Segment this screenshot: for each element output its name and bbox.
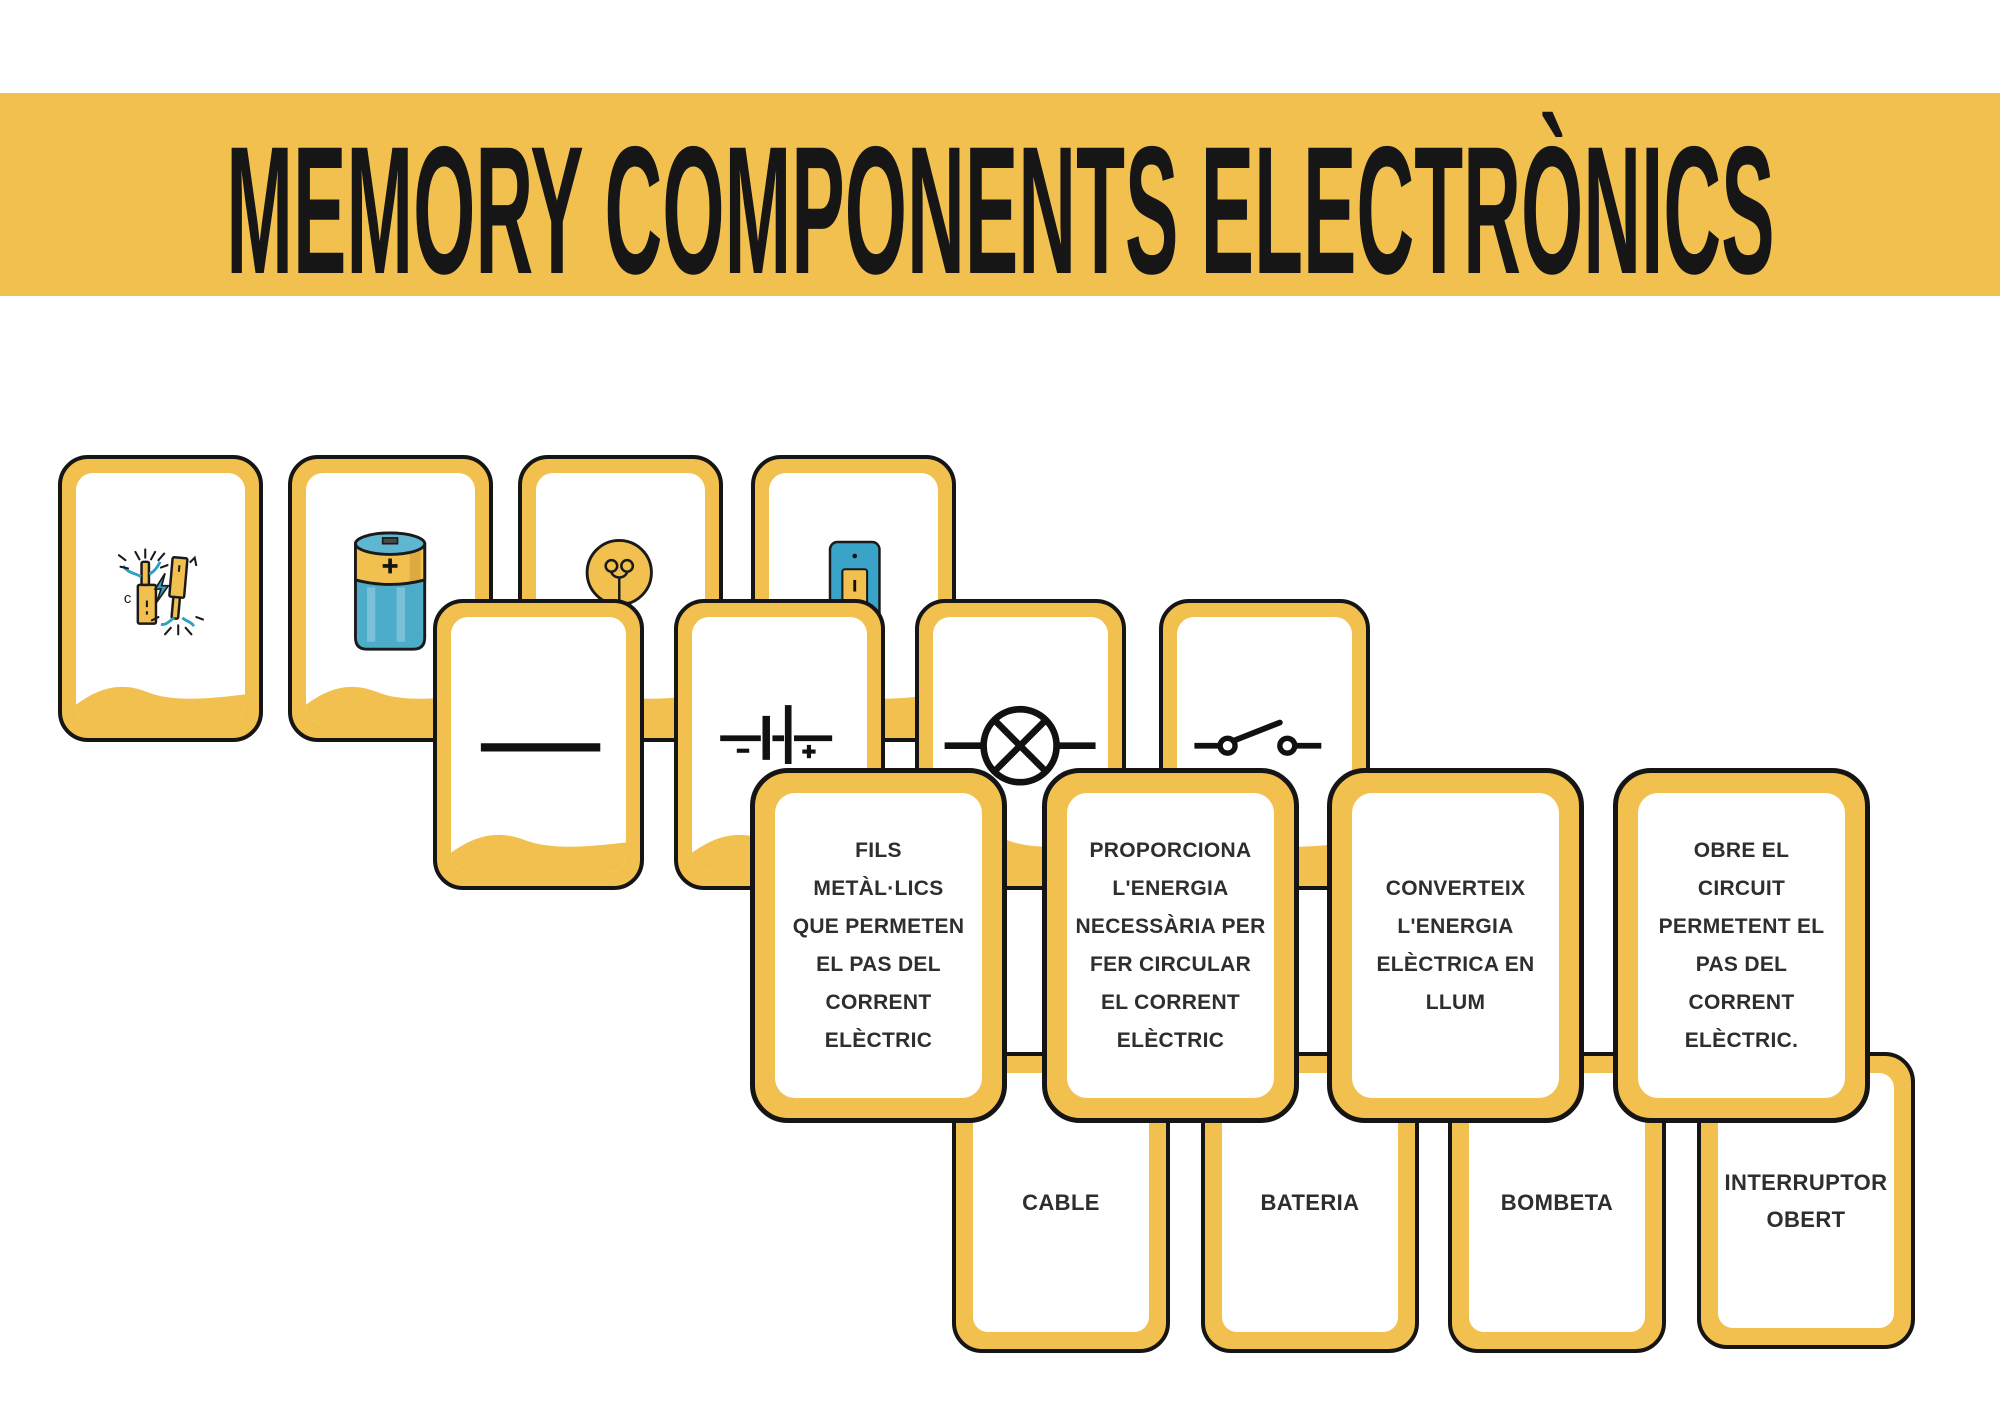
wire-symbol-icon xyxy=(480,743,601,752)
card-battery-description[interactable]: PROPORCIONA L'ENERGIA NECESSÀRIA PER FER… xyxy=(1042,768,1299,1123)
card-wire-symbol[interactable] xyxy=(433,599,644,890)
cable-label: CABLE xyxy=(1022,1190,1100,1215)
card-wave-decoration xyxy=(306,686,475,724)
card-cable-illustration[interactable]: c xyxy=(58,455,263,742)
open-switch-label: INTERRUPTOR OBERT xyxy=(1724,1169,1888,1232)
battery-illustration-icon xyxy=(354,531,427,651)
svg-text:c: c xyxy=(124,591,132,607)
battery-symbol-icon xyxy=(720,705,833,764)
cable-description: FILS METÀL·LICS QUE PERMETEN EL PAS DEL … xyxy=(792,838,965,1052)
battery-description: PROPORCIONA L'ENERGIA NECESSÀRIA PER FER… xyxy=(1075,838,1266,1052)
page-title: MEMORY COMPONENTS ELECTRÒNICS xyxy=(225,107,1775,312)
battery-label: BATERIA xyxy=(1260,1190,1360,1215)
title-banner: MEMORY COMPONENTS ELECTRÒNICS xyxy=(0,93,2000,301)
bulb-label: BOMBETA xyxy=(1500,1190,1614,1215)
cable-illustration-icon: c xyxy=(117,548,204,636)
open-switch-description: OBRE EL CIRCUIT PERMETENT EL PAS DEL COR… xyxy=(1658,838,1825,1052)
card-cable-description[interactable]: FILS METÀL·LICS QUE PERMETEN EL PAS DEL … xyxy=(750,768,1007,1123)
card-bulb-description[interactable]: CONVERTEIX L'ENERGIA ELÈCTRICA EN LLUM xyxy=(1327,768,1584,1123)
card-open-switch-description[interactable]: OBRE EL CIRCUIT PERMETENT EL PAS DEL COR… xyxy=(1613,768,1870,1123)
card-wave-decoration xyxy=(76,686,245,724)
open-switch-symbol-icon xyxy=(1194,719,1322,756)
card-wave-decoration xyxy=(451,834,626,872)
bulb-description: CONVERTEIX L'ENERGIA ELÈCTRICA EN LLUM xyxy=(1376,876,1535,1014)
bulb-symbol-icon xyxy=(944,705,1096,786)
